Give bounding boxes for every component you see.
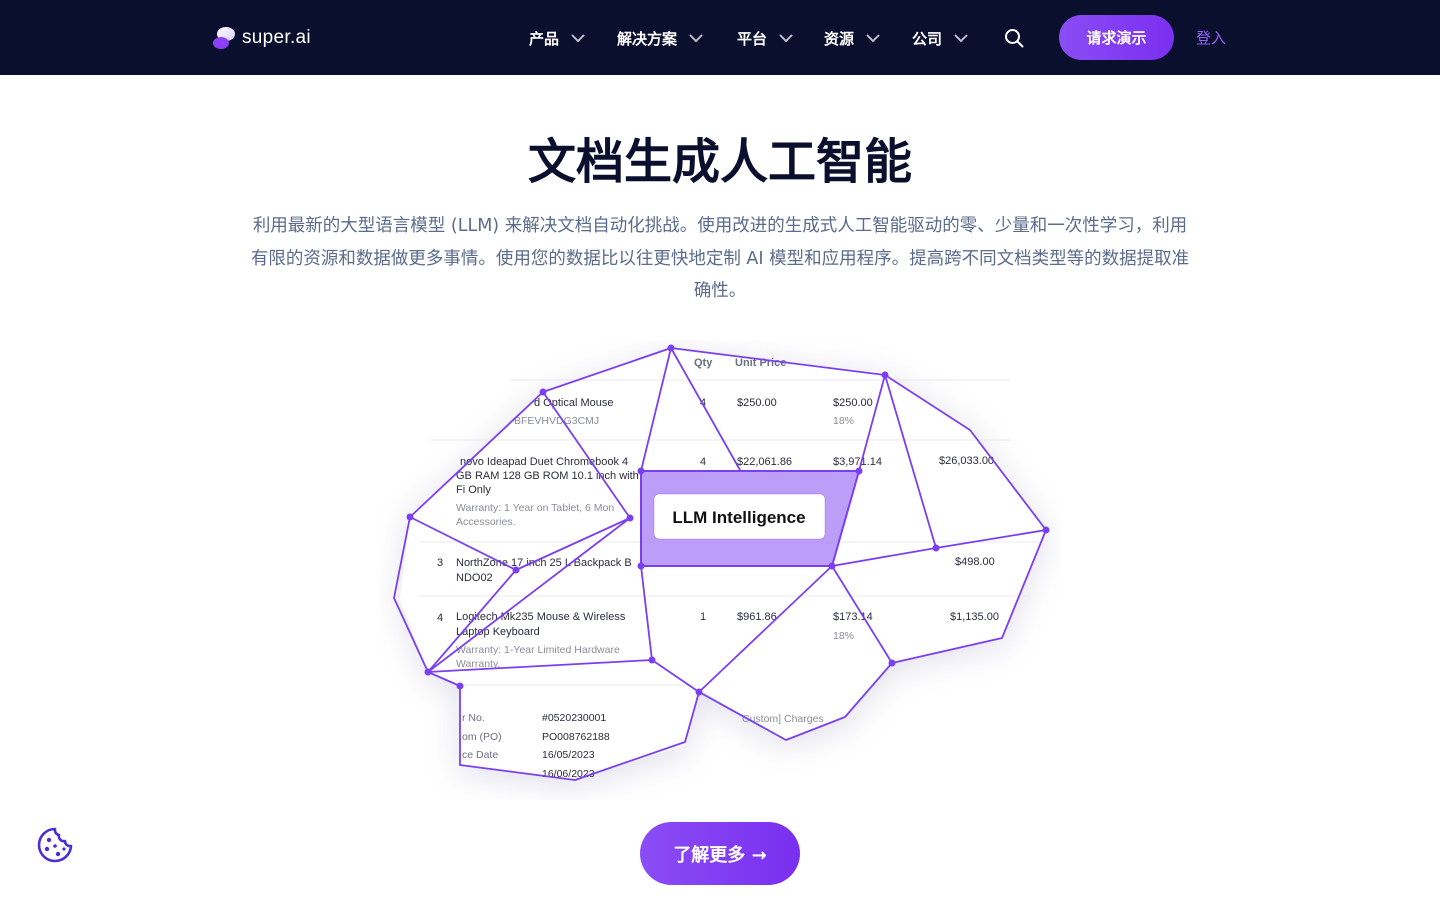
row3-num: 3 bbox=[437, 557, 443, 569]
llm-badge bbox=[653, 493, 826, 540]
row1-tax: 18% bbox=[833, 415, 854, 427]
chevron-down-icon bbox=[954, 34, 968, 42]
request-demo-button[interactable]: 请求演示 bbox=[1059, 15, 1174, 60]
row2-desc1: novo Ideapad Duet Chromebook 4 bbox=[460, 456, 628, 468]
logo[interactable]: super.ai bbox=[212, 24, 311, 52]
page-title: 文档生成人工智能 bbox=[527, 134, 912, 190]
nav-item-products[interactable]: 产品 bbox=[529, 26, 585, 50]
chevron-down-icon bbox=[689, 34, 703, 42]
llm-document-illustration: Qty Unit Price d Optical Mouse BFEVHVDG3… bbox=[393, 344, 1050, 781]
learn-more-button[interactable]: 了解更多 → bbox=[640, 822, 800, 885]
row3-desc2: NDO02 bbox=[456, 572, 493, 584]
hero-description: 利用最新的大型语言模型 (LLM) 来解决文档自动化挑战。使用改进的生成式人工智… bbox=[250, 216, 1190, 301]
login-link[interactable]: 登入 bbox=[1196, 29, 1227, 47]
top-navbar: super.ai 产品 解决方案 平台 资源 公司 请求演示 登入 bbox=[0, 0, 1440, 75]
row2-desc2: GB RAM 128 GB ROM 10.1 inch with bbox=[456, 470, 639, 482]
row1-amount: $250.00 bbox=[833, 397, 873, 409]
nav-item-company[interactable]: 公司 bbox=[912, 26, 968, 50]
row2-qty: 4 bbox=[700, 456, 706, 468]
meta-label-3: ce Date bbox=[462, 749, 498, 761]
meta-label-1: r No. bbox=[462, 712, 485, 724]
nav-item-resources[interactable]: 资源 bbox=[824, 26, 880, 50]
wireframe-nodes bbox=[406, 344, 1050, 696]
wireframe-mesh bbox=[393, 347, 1047, 781]
row4-desc1: Logitech Mk235 Mouse & Wireless bbox=[456, 611, 626, 623]
row2-warranty2: Accessories. bbox=[456, 516, 516, 528]
nav-item-solutions[interactable]: 解决方案 bbox=[617, 26, 703, 50]
nav-item-label: 资源 bbox=[824, 29, 855, 48]
nav-item-label: 平台 bbox=[737, 29, 768, 48]
meta-value-3: 16/05/2023 bbox=[542, 749, 595, 761]
chevron-down-icon bbox=[779, 34, 793, 42]
row4-warranty1: Warranty: 1-Year Limited Hardware bbox=[456, 644, 620, 656]
row2-amount: $3,971.14 bbox=[833, 456, 882, 468]
row1-unit: $250.00 bbox=[737, 397, 777, 409]
meta-value-4: 16/06/2023 bbox=[542, 768, 595, 780]
chevron-down-icon bbox=[571, 34, 585, 42]
nav-item-label: 产品 bbox=[529, 29, 560, 48]
llm-badge-label: LLM Intelligence bbox=[672, 508, 805, 527]
search-icon[interactable] bbox=[1004, 28, 1024, 48]
row3-desc1: NorthZone 17 inch 25 L Backpack B bbox=[456, 557, 632, 569]
row4-warranty2: Warranty. bbox=[456, 658, 500, 670]
row2-warranty1: Warranty: 1 Year on Tablet, 6 Mon bbox=[456, 502, 614, 514]
row4-amount: $173.14 bbox=[833, 611, 873, 623]
nav-item-label: 公司 bbox=[912, 29, 943, 48]
row1-desc: d Optical Mouse bbox=[534, 397, 613, 409]
nav-item-platform[interactable]: 平台 bbox=[737, 26, 793, 50]
header-unit-price: Unit Price bbox=[735, 357, 786, 369]
row2-total: $26,033.00 bbox=[939, 455, 994, 467]
cookie-settings-icon[interactable] bbox=[37, 827, 73, 863]
row4-desc2: Laptop Keyboard bbox=[456, 626, 540, 638]
row4-total: $1,135.00 bbox=[950, 611, 999, 623]
meta-value-1: #0520230001 bbox=[542, 712, 606, 724]
row2-desc3: Fi Only bbox=[456, 484, 491, 496]
row4-tax: 18% bbox=[833, 630, 854, 642]
row2-unit: $22,061.86 bbox=[737, 456, 792, 468]
row1-sku: BFEVHVDG3CMJ bbox=[514, 415, 599, 427]
row4-num: 4 bbox=[437, 612, 443, 624]
header-qty: Qty bbox=[694, 357, 713, 369]
row3-total: $498.00 bbox=[955, 556, 995, 568]
logo-icon bbox=[213, 27, 235, 49]
meta-value-2: PO008762188 bbox=[542, 731, 610, 743]
chevron-down-icon bbox=[866, 34, 880, 42]
logo-text: super.ai bbox=[242, 27, 311, 48]
row4-qty: 1 bbox=[700, 611, 706, 623]
row4-unit: $961.86 bbox=[737, 611, 777, 623]
charges-label: Custom] Charges bbox=[742, 713, 824, 725]
meta-label-2: om (PO) bbox=[462, 731, 502, 743]
nav-item-label: 解决方案 bbox=[617, 29, 678, 48]
